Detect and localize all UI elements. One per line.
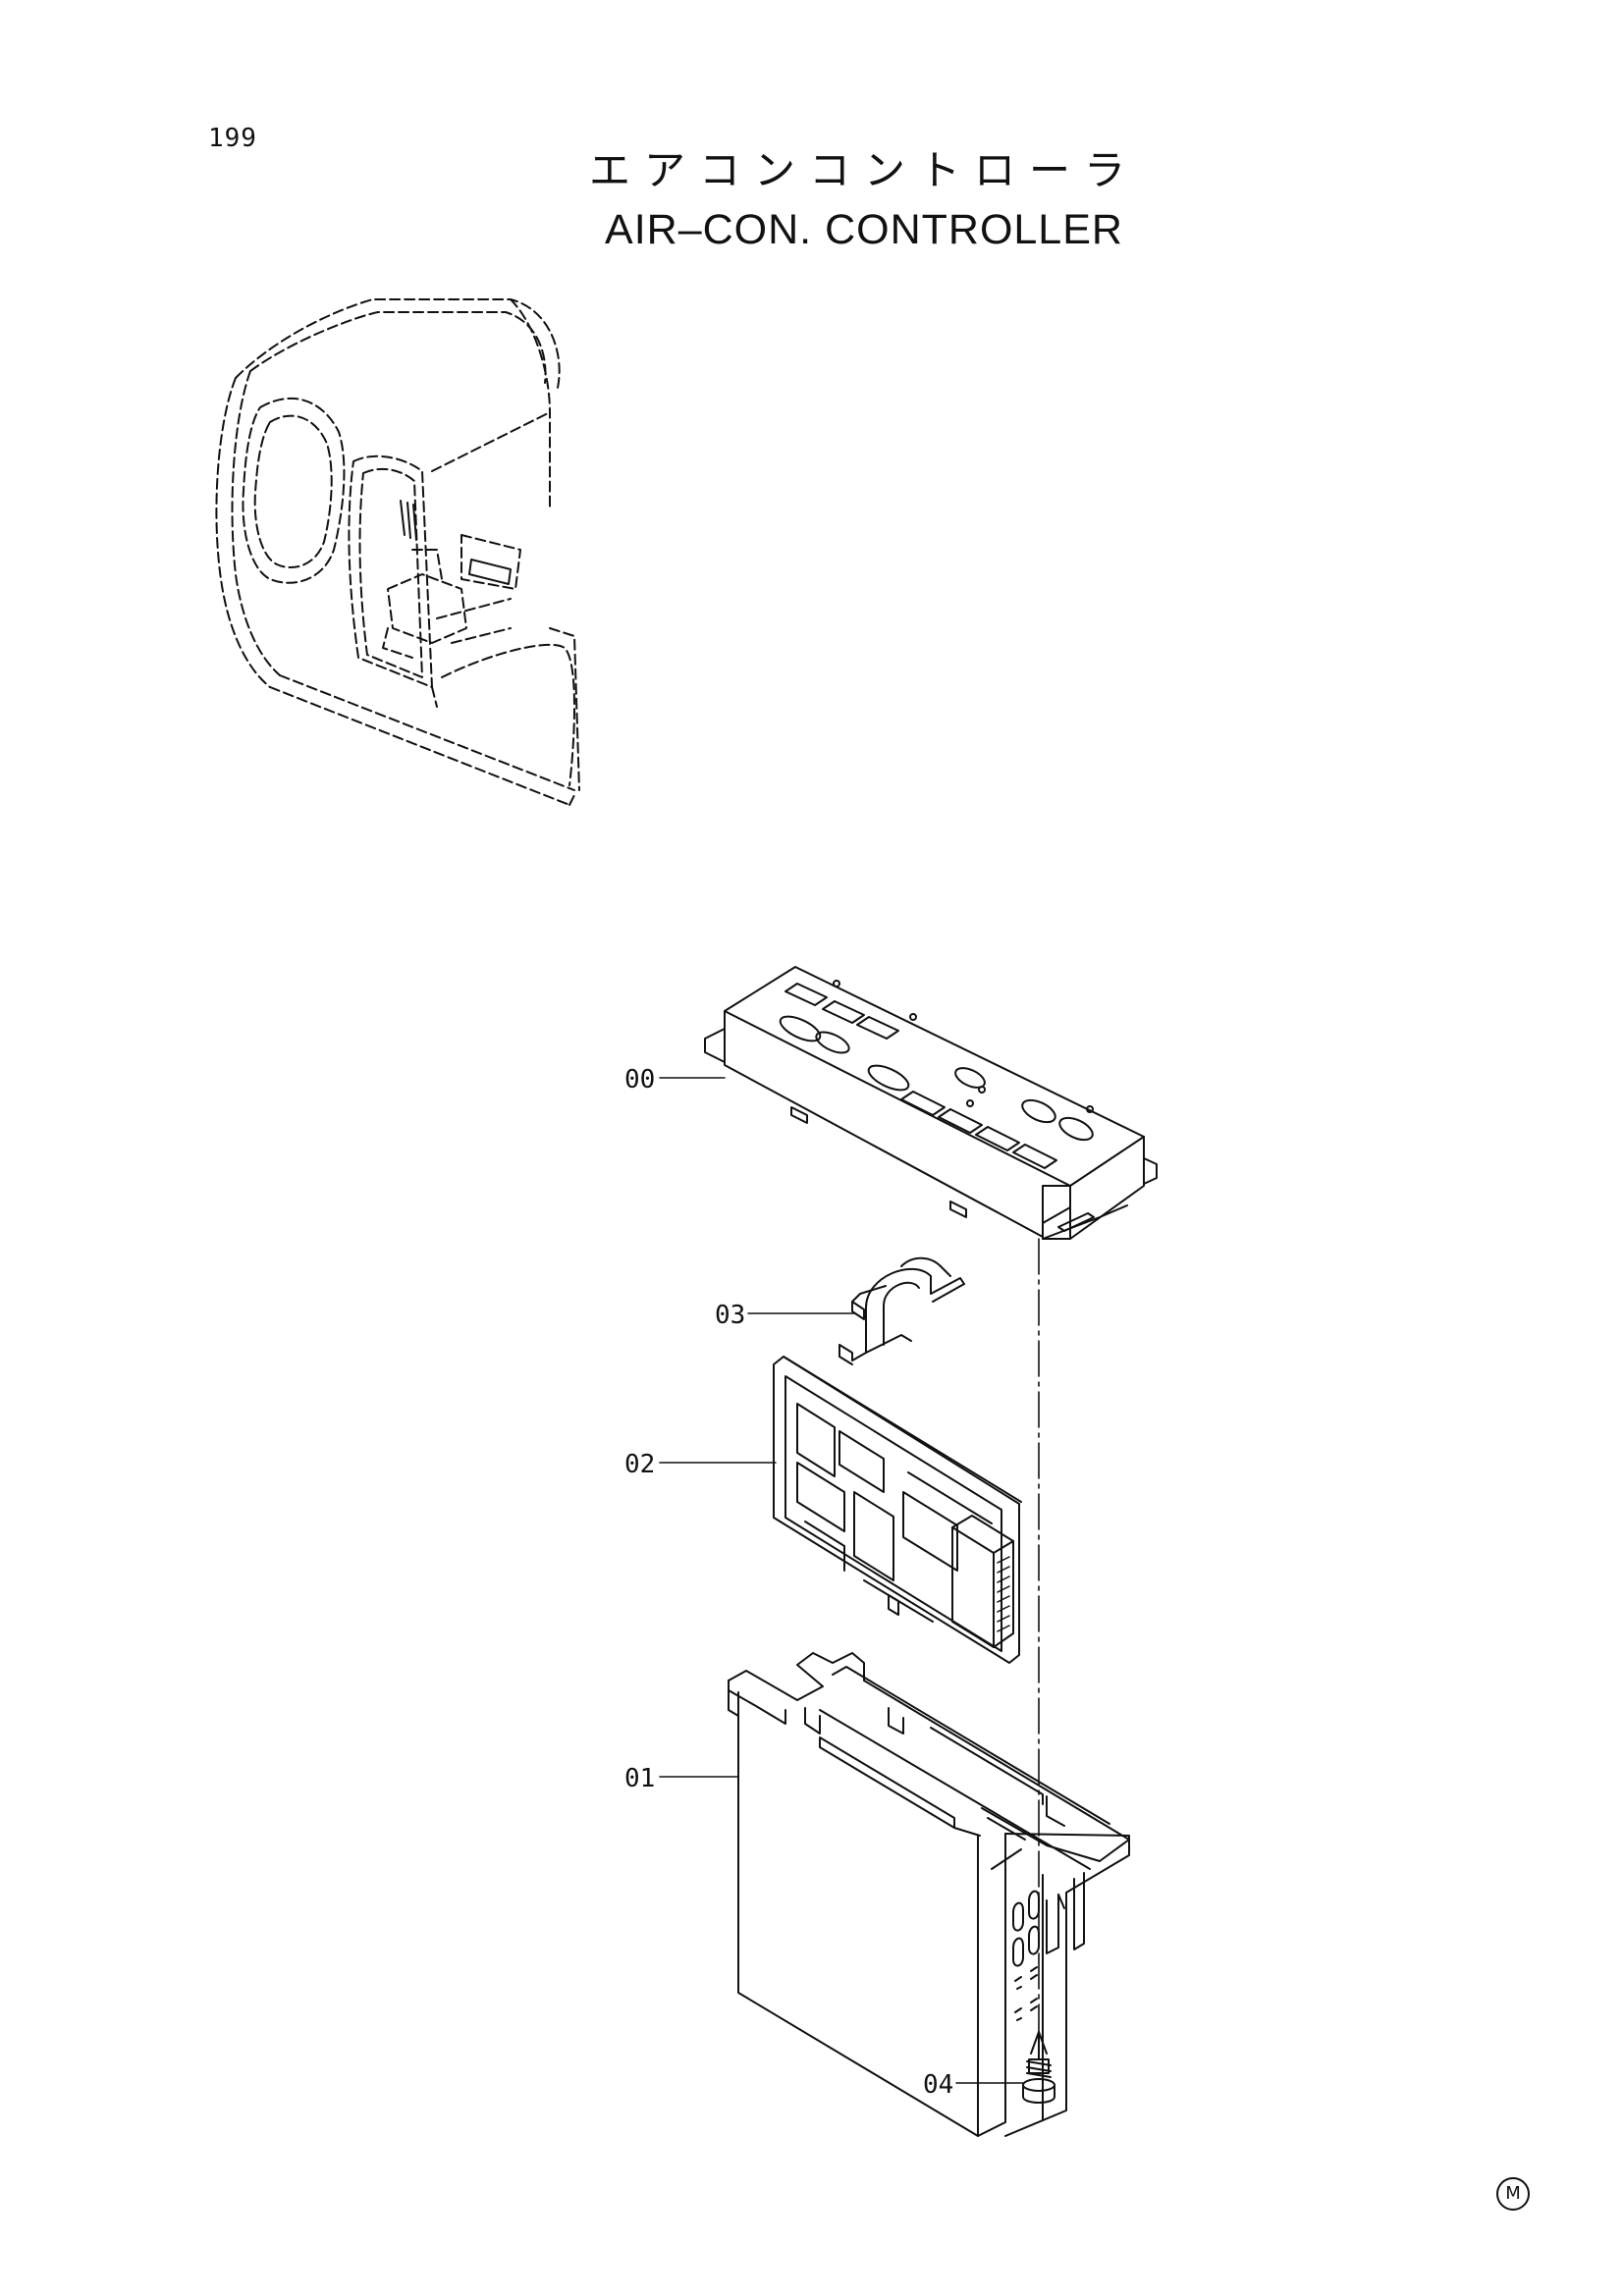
cab-locator-illustration (215, 298, 580, 806)
title-english: AIR–CON. CONTROLLER (605, 206, 1123, 253)
title-block: エアコンコントローラ AIR–CON. CONTROLLER (550, 145, 1178, 257)
callout-01: 01 (624, 1764, 655, 1793)
part-03-clip (839, 1256, 965, 1365)
callout-03: 03 (715, 1301, 745, 1330)
part-00-controller-panel (704, 966, 1158, 1240)
callout-02: 02 (624, 1450, 655, 1479)
leader-lines (659, 1077, 1024, 2084)
locator-highlight (400, 500, 512, 585)
callout-04: 04 (923, 2070, 953, 2100)
corner-mark: M (1496, 2177, 1530, 2211)
page-number: 199 (208, 124, 257, 153)
callout-00: 00 (624, 1065, 655, 1095)
part-04-screw (1022, 2031, 1055, 2104)
part-02-circuit-board (773, 1356, 1022, 1664)
title-japanese: エアコンコントローラ (588, 146, 1139, 194)
part-01-case (728, 1652, 1130, 2137)
